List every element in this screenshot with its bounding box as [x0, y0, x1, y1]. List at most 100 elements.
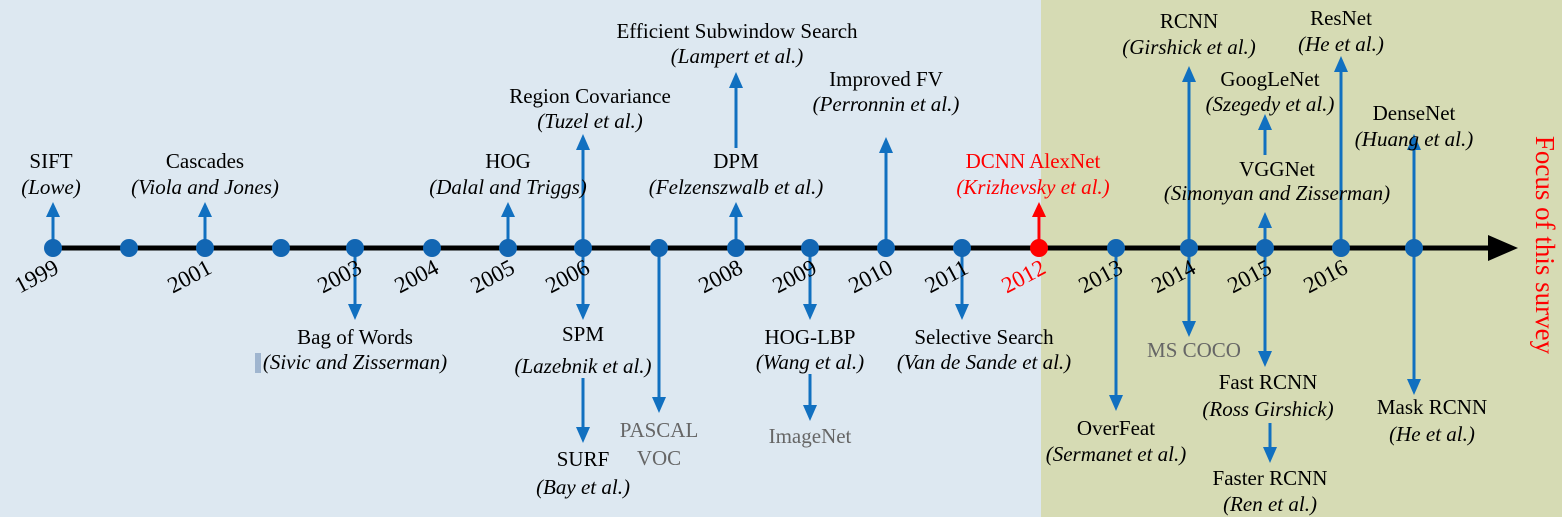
- method-name-hog-lbp: HOG-LBP: [764, 325, 855, 349]
- method-name-sift: SIFT: [29, 149, 72, 173]
- dataset-voc: VOC: [637, 446, 681, 470]
- method-authors-resnet: (He et al.): [1298, 32, 1384, 56]
- method-name-mask-rcnn: Mask RCNN: [1377, 395, 1487, 419]
- method-name-rcnn: RCNN: [1160, 9, 1218, 33]
- arrowhead-sift: [46, 202, 60, 217]
- text-cursor-mark: [255, 353, 261, 373]
- method-authors-faster-rcnn: (Ren et al.): [1223, 492, 1317, 516]
- method-authors-rcnn: (Girshick et al.): [1122, 35, 1256, 59]
- method-name-dpm: DPM: [713, 149, 759, 173]
- arrowhead-surf: [576, 427, 590, 443]
- timeline-dot: [1107, 239, 1125, 257]
- arrowhead-rcnn: [1182, 66, 1196, 82]
- method-name-vggnet: VGGNet: [1239, 157, 1315, 181]
- method-name-efficient-subwindow-search: Efficient Subwindow Search: [616, 19, 858, 43]
- above-labels: SIFT (Lowe) Cascades (Viola and Jones) H…: [21, 6, 1473, 205]
- timeline-dot: [196, 239, 214, 257]
- method-authors-googlenet: (Szegedy et al.): [1206, 92, 1335, 116]
- timeline-dot-highlight: [1030, 239, 1048, 257]
- method-authors-fast-rcnn: (Ross Girshick): [1202, 397, 1333, 421]
- arrowhead-region-covariance: [576, 134, 590, 150]
- method-authors-densenet: (Huang et al.): [1355, 127, 1473, 151]
- timeline-dot: [346, 239, 364, 257]
- timeline-dot: [650, 239, 668, 257]
- timeline-dot: [44, 239, 62, 257]
- timeline-axis-arrowhead: [1488, 235, 1518, 261]
- arrowhead-faster-rcnn: [1263, 447, 1277, 463]
- timeline-dot: [1180, 239, 1198, 257]
- arrowhead-densenet: [1407, 134, 1421, 150]
- arrowhead-improved-fv: [879, 137, 893, 153]
- timeline-dot: [801, 239, 819, 257]
- arrowhead-dpm: [729, 202, 743, 217]
- method-name-cascades: Cascades: [166, 149, 244, 173]
- method-authors-surf: (Bay et al.): [536, 475, 630, 499]
- method-authors-spm: (Lazebnik et al.): [514, 354, 651, 378]
- arrowhead-bag-of-words: [348, 304, 362, 320]
- method-authors-hog: (Dalal and Triggs): [429, 175, 587, 199]
- timeline-dot: [120, 239, 138, 257]
- timeline-dot: [877, 239, 895, 257]
- method-authors-overfeat: (Sermanet et al.): [1046, 442, 1187, 466]
- method-authors-sift: (Lowe): [21, 175, 81, 199]
- method-authors-mask-rcnn: (He et al.): [1389, 422, 1475, 446]
- method-authors-hog-lbp: (Wang et al.): [756, 350, 864, 374]
- timeline-dot: [953, 239, 971, 257]
- method-authors-vggnet: (Simonyan and Zisserman): [1164, 181, 1390, 205]
- arrowhead-spm: [576, 304, 590, 320]
- method-name-region-covariance: Region Covariance: [509, 84, 671, 108]
- method-name-hog: HOG: [485, 149, 531, 173]
- dataset-pascal: PASCAL: [620, 418, 699, 442]
- arrowhead-alexnet: [1032, 202, 1046, 217]
- method-authors-dpm: (Felzenszwalb et al.): [649, 175, 823, 199]
- arrowhead-resnet: [1334, 56, 1348, 72]
- arrowhead-cascades: [198, 202, 212, 217]
- method-name-selective-search: Selective Search: [914, 325, 1054, 349]
- timeline-dot: [272, 239, 290, 257]
- timeline-dots: [44, 239, 1423, 257]
- survey-focus-region: [1041, 0, 1562, 517]
- timeline-dot: [1405, 239, 1423, 257]
- below-arrows: [348, 248, 1421, 463]
- method-authors-bag-of-words: (Sivic and Zisserman): [263, 350, 447, 374]
- method-name-surf: SURF: [557, 447, 610, 471]
- dataset-labels: PASCAL VOC ImageNet MS COCO: [620, 338, 1241, 470]
- method-name-bag-of-words: Bag of Words: [297, 325, 413, 349]
- method-name-overfeat: OverFeat: [1077, 416, 1155, 440]
- timeline-dot: [423, 239, 441, 257]
- method-authors-efficient-subwindow-search: (Lampert et al.): [671, 44, 803, 68]
- arrowhead-googlenet: [1258, 114, 1272, 130]
- arrowhead-overfeat: [1109, 395, 1123, 411]
- method-name-googlenet: GoogLeNet: [1220, 67, 1319, 91]
- arrowhead-pascal-voc: [652, 397, 666, 413]
- arrowhead-vggnet: [1258, 212, 1272, 228]
- below-labels: Bag of Words (Sivic and Zisserman) SPM (…: [255, 322, 1487, 516]
- method-name-faster-rcnn: Faster RCNN: [1213, 466, 1328, 490]
- method-name-improved-fv: Improved FV: [829, 67, 943, 91]
- method-authors-cascades: (Viola and Jones): [131, 175, 279, 199]
- arrowhead-hog-lbp: [803, 304, 817, 320]
- timeline-dot: [1256, 239, 1274, 257]
- dataset-imagenet: ImageNet: [769, 424, 852, 448]
- method-authors-selective-search: (Van de Sande et al.): [897, 350, 1071, 374]
- pre-deep-learning-region: [0, 0, 1041, 517]
- method-name-fast-rcnn: Fast RCNN: [1219, 370, 1318, 394]
- timeline-dot: [727, 239, 745, 257]
- method-name-spm: SPM: [562, 322, 604, 346]
- arrowhead-efficient-subwindow-search: [729, 72, 743, 88]
- timeline-dot: [1332, 239, 1350, 257]
- method-name-alexnet: DCNN AlexNet: [966, 149, 1101, 173]
- above-arrows: [46, 56, 1421, 248]
- method-authors-region-covariance: (Tuzel et al.): [537, 109, 643, 133]
- method-authors-improved-fv: (Perronnin et al.): [813, 92, 960, 116]
- dataset-ms-coco: MS COCO: [1147, 338, 1241, 362]
- arrowhead-fast-rcnn: [1258, 351, 1272, 367]
- arrowhead-selective-search: [955, 304, 969, 320]
- arrowhead-mask-rcnn: [1407, 379, 1421, 395]
- timeline-dot: [499, 239, 517, 257]
- focus-label: Focus of this survey: [1530, 136, 1560, 355]
- method-name-resnet: ResNet: [1310, 6, 1372, 30]
- method-name-densenet: DenseNet: [1373, 101, 1456, 125]
